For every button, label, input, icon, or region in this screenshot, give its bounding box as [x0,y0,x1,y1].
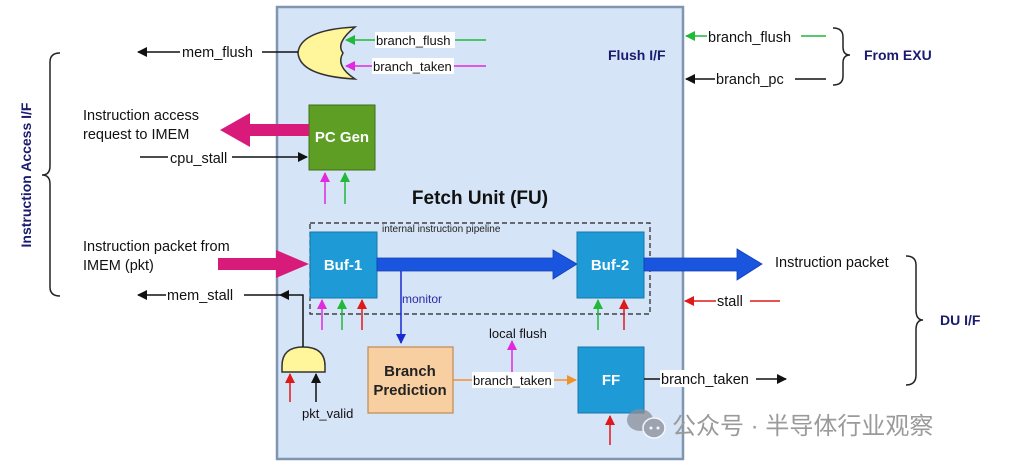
bp-branch-taken-label: branch_taken [473,373,552,388]
and-gate [281,346,326,373]
instruction-packet-out-arrow [643,248,763,281]
exu-branch-flush-label: branch_flush [708,30,791,46]
pkt-valid-label: pkt_valid [302,406,353,421]
du-if-label: DU I/F [940,312,981,328]
cpu-stall-label: cpu_stall [170,151,227,167]
ff-label: FF [602,372,620,389]
mem-stall-feedback-line [279,290,304,347]
from-exu-brace [832,27,851,86]
watermark-text: 公众号 · 半导体行业观察 [672,413,933,440]
branch-prediction-label-line2: Prediction [373,382,446,399]
pkt-label-line2: IMEM (pkt) [83,258,154,274]
pkt-label-line1: Instruction packet from [83,239,230,255]
buf1-block [309,231,378,299]
monitor-label: monitor [402,292,442,306]
pc-gen-block [308,104,376,171]
mem-stall-label: mem_stall [167,288,233,304]
or-branch-taken-label: branch_taken [373,59,452,74]
buf2-label: Buf-2 [591,257,629,274]
from-exu-label: From EXU [864,47,932,63]
du-branch-taken-label: branch_taken [661,372,749,388]
pkt-input-arrow [218,250,309,278]
imem-request-label-line1: Instruction access [83,108,199,124]
pc-gen-label: PC Gen [315,129,369,146]
branch-prediction-block [367,346,454,414]
local-flush-label: local flush [489,326,547,341]
buf2-block [576,231,645,299]
or-branch-flush-label: branch_flush [376,33,450,48]
or-gate [297,26,358,80]
flush-if-label: Flush I/F [608,47,666,63]
buf1-label: Buf-1 [324,257,362,274]
wechat-icon [627,409,666,439]
imem-request-label-line2: request to IMEM [83,127,189,143]
mem-flush-label: mem_flush [182,45,253,61]
stall-label: stall [717,294,743,310]
exu-branch-pc-label: branch_pc [716,72,784,88]
imem-request-arrow [220,113,309,147]
branch-prediction-label-line1: Branch [384,363,436,380]
ff-block [577,346,645,414]
instruction-access-if-label: Instruction Access I/F [18,102,34,247]
buf1-to-buf2-arrow [376,249,578,280]
internal-pipeline-label: internal instruction pipeline [382,224,501,235]
instruction-access-brace [41,52,61,297]
instruction-packet-label: Instruction packet [775,255,889,271]
fetch-unit-title: Fetch Unit (FU) [412,188,548,209]
du-if-brace [905,255,924,386]
